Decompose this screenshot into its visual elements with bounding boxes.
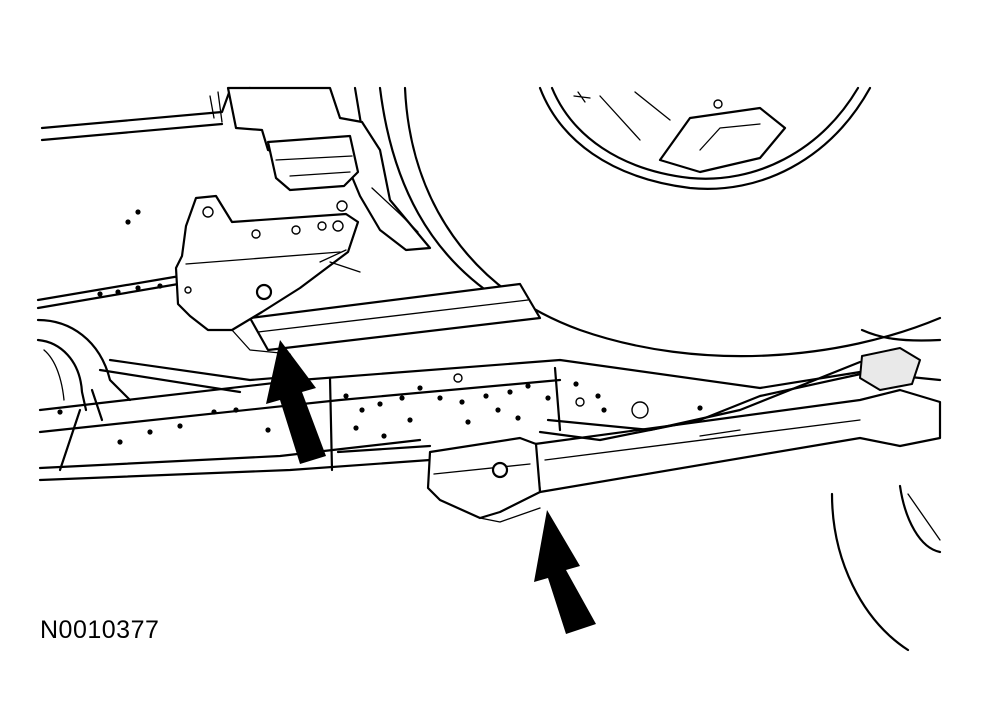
front-frame-bracket xyxy=(174,194,361,377)
lower-arrow xyxy=(534,510,596,634)
rear-tire xyxy=(830,484,942,652)
body-panel xyxy=(40,86,252,142)
rear-cross-member xyxy=(533,328,942,494)
figure-id-label: N0010377 xyxy=(40,616,160,644)
upper-mount-block xyxy=(226,86,432,252)
frame-rivets xyxy=(57,209,703,445)
upper-arrow xyxy=(266,340,326,464)
frame-rail xyxy=(36,274,942,482)
rear-frame-bracket xyxy=(426,436,542,523)
wheel-rim xyxy=(538,86,872,190)
